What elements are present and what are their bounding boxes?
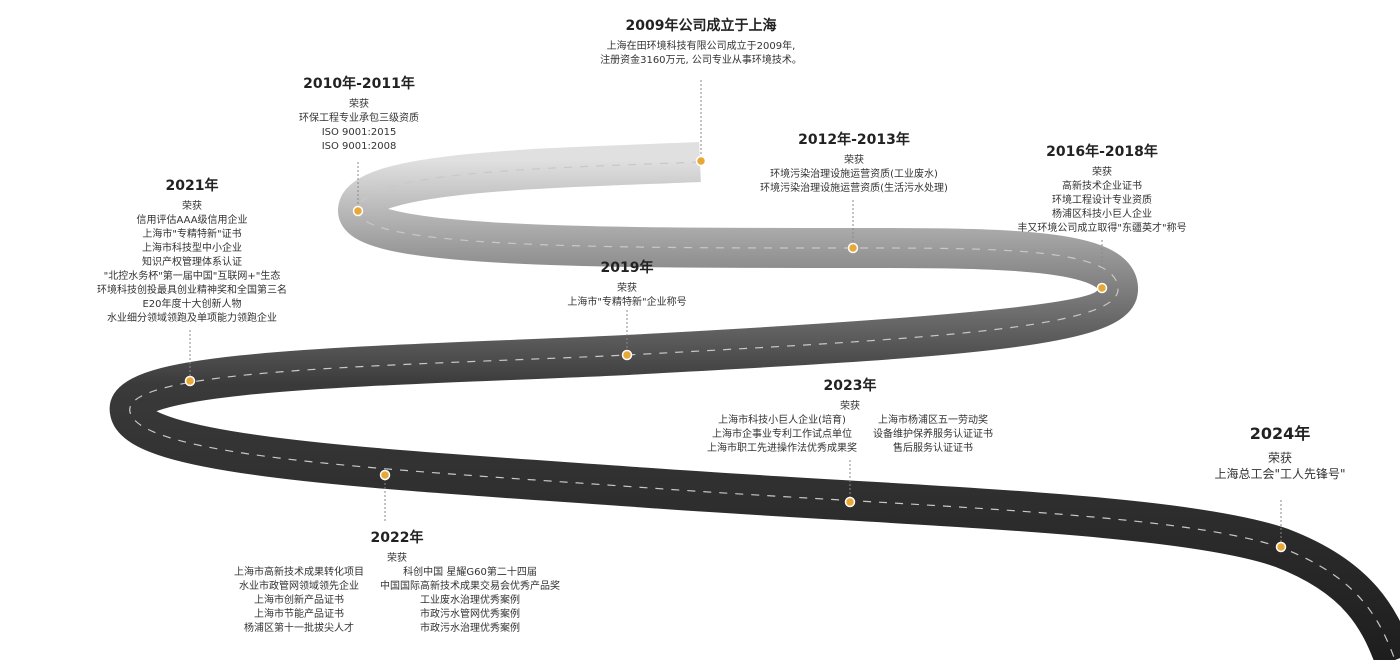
marker-2024 <box>1275 541 1287 553</box>
milestone-line: 环境污染治理设施运营资质(工业废水) <box>770 169 938 180</box>
milestone-line: 上海市"专精特新"企业称号 <box>567 297 687 308</box>
milestone-line: "北控水务杯"第一届中国"互联网+"生态 <box>103 271 281 282</box>
milestone-line: 上海市节能产品证书 <box>254 609 344 620</box>
milestone-line: 知识产权管理体系认证 <box>142 257 242 268</box>
milestone-line: 上海市"专精特新"证书 <box>142 229 242 240</box>
milestone-column-left: 上海市科技小巨人企业(培育) 上海市企事业专利工作试点单位 上海市职工先进操作法… <box>707 414 857 456</box>
milestone-2021: 2021年 荣获 信用评估AAA级信用企业 上海市"专精特新"证书 上海市科技型… <box>64 176 320 326</box>
milestone-head: 荣获 <box>844 155 864 166</box>
milestone-line: 上海总工会"工人先锋号" <box>1214 467 1346 481</box>
milestone-head: 荣获 <box>840 401 860 412</box>
milestone-line: 上海市科技小巨人企业(培育) <box>718 415 846 426</box>
milestone-head: 荣获 <box>1267 451 1292 465</box>
milestone-title: 2021年 <box>165 178 219 194</box>
milestone-line: 上海市科技型中小企业 <box>142 243 242 254</box>
milestone-line: 环境工程设计专业资质 <box>1052 195 1152 206</box>
milestone-line: 中国国际高新技术成果交易会优秀产品奖 <box>380 581 560 592</box>
milestone-line: 上海市高新技术成果转化项目 <box>234 567 364 578</box>
milestone-line: ISO 9001:2008 <box>321 141 397 152</box>
milestone-line: 注册资金3160万元, 公司专业从事环境技术。 <box>600 55 802 66</box>
connector-lines <box>189 80 1282 545</box>
milestone-line: 科创中国 星耀G60第二十四届 <box>403 567 537 578</box>
milestone-line: 设备维护保养服务认证证书 <box>873 429 993 440</box>
marker-2023 <box>844 496 856 508</box>
milestone-line: 杨浦区第十一批拔尖人才 <box>244 623 354 634</box>
marker-2009 <box>695 155 707 167</box>
milestone-title: 2024年 <box>1249 424 1311 443</box>
milestone-title: 2012年-2013年 <box>798 132 910 148</box>
milestone-line: 信用评估AAA级信用企业 <box>136 215 248 226</box>
milestone-title: 2010年-2011年 <box>303 76 415 92</box>
milestone-2024: 2024年 荣获 上海总工会"工人先锋号" <box>1190 424 1370 482</box>
milestone-line: 售后服务认证证书 <box>893 443 973 454</box>
milestone-title: 2023年 <box>823 378 877 394</box>
milestone-2023: 2023年 荣获 上海市科技小巨人企业(培育) 上海市企事业专利工作试点单位 上… <box>666 376 1034 456</box>
milestone-head: 荣获 <box>1092 167 1112 178</box>
milestone-column-right: 科创中国 星耀G60第二十四届 中国国际高新技术成果交易会优秀产品奖 工业废水治… <box>380 566 560 636</box>
milestone-line: 上海市创新产品证书 <box>254 595 344 606</box>
milestone-2019: 2019年 荣获 上海市"专精特新"企业称号 <box>537 258 717 310</box>
road-center-line <box>129 161 1396 660</box>
milestone-line: 丰又环境公司成立取得"东疆英才"称号 <box>1017 223 1187 234</box>
milestone-head: 荣获 <box>349 99 369 110</box>
milestone-line: 市政污水管网优秀案例 <box>420 609 520 620</box>
milestone-2009: 2009年公司成立于上海 上海在田环境科技有限公司成立于2009年, 注册资金3… <box>560 16 842 68</box>
milestone-line: 工业废水治理优秀案例 <box>420 595 520 606</box>
marker-2021 <box>184 375 196 387</box>
milestone-line: 水业市政管网领域领先企业 <box>239 581 359 592</box>
milestone-line: 上海市企事业专利工作试点单位 <box>712 429 852 440</box>
milestone-title: 2019年 <box>600 260 654 276</box>
marker-2010 <box>352 205 364 217</box>
milestone-line: 环保工程专业承包三级资质 <box>299 113 419 124</box>
milestone-line: 水业细分领域领跑及单项能力领跑企业 <box>107 313 277 324</box>
milestone-2010-2011: 2010年-2011年 荣获 环保工程专业承包三级资质 ISO 9001:201… <box>268 74 450 154</box>
milestone-2022: 2022年 荣获 上海市高新技术成果转化项目 水业市政管网领域领先企业 上海市创… <box>202 528 592 636</box>
milestone-line: 市政污水治理优秀案例 <box>420 623 520 634</box>
milestone-line: 高新技术企业证书 <box>1062 181 1142 192</box>
milestone-line: 环境科技创投最具创业精神奖和全国第三名 <box>97 285 287 296</box>
milestone-line: E20年度十大创新人物 <box>142 299 242 310</box>
milestone-2016-2018: 2016年-2018年 荣获 高新技术企业证书 环境工程设计专业资质 杨浦区科技… <box>998 142 1206 236</box>
milestone-line: 环境污染治理设施运营资质(生活污水处理) <box>760 183 948 194</box>
milestone-title: 2016年-2018年 <box>1046 144 1158 160</box>
milestone-column-right: 上海市杨浦区五一劳动奖 设备维护保养服务认证证书 售后服务认证证书 <box>873 414 993 456</box>
milestone-head: 荣获 <box>387 553 407 564</box>
milestone-column-left: 上海市高新技术成果转化项目 水业市政管网领域领先企业 上海市创新产品证书 上海市… <box>234 566 364 636</box>
milestone-2012-2013: 2012年-2013年 荣获 环境污染治理设施运营资质(工业废水) 环境污染治理… <box>734 130 974 196</box>
marker-2022 <box>379 469 391 481</box>
marker-2012 <box>847 242 859 254</box>
milestone-title: 2022年 <box>370 530 424 546</box>
milestone-line: 杨浦区科技小巨人企业 <box>1052 209 1152 220</box>
milestone-line: 上海市杨浦区五一劳动奖 <box>878 415 988 426</box>
marker-2019 <box>621 349 633 361</box>
milestone-title: 2009年公司成立于上海 <box>625 18 777 34</box>
milestone-line: 上海市职工先进操作法优秀成果奖 <box>707 443 857 454</box>
milestone-line: ISO 9001:2015 <box>321 127 397 138</box>
milestone-head: 荣获 <box>617 283 637 294</box>
milestone-head: 荣获 <box>182 201 202 212</box>
marker-2016 <box>1096 282 1108 294</box>
milestone-line: 上海在田环境科技有限公司成立于2009年, <box>606 41 796 52</box>
